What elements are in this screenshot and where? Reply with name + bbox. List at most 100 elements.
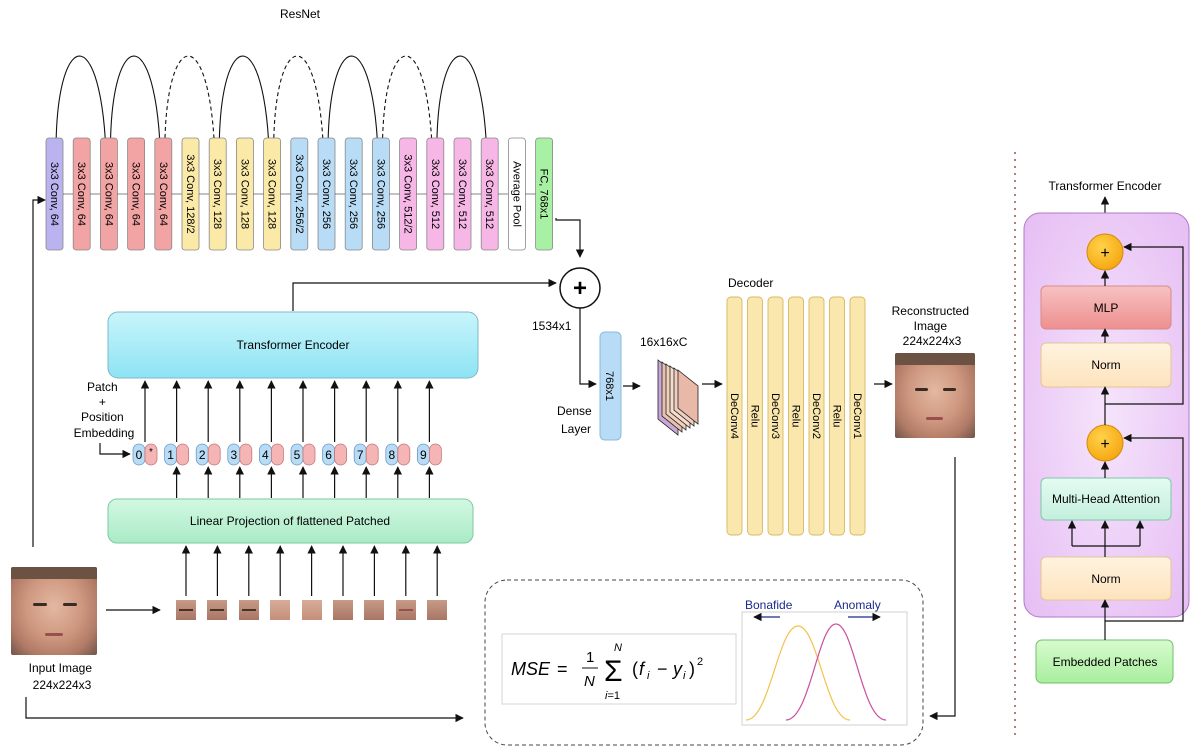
- resnet-layer-label: 3x3 Conv, 128: [211, 159, 223, 229]
- dense-layer-label: Dense Layer: [557, 404, 595, 436]
- token-index: 0: [136, 448, 143, 462]
- image-patch-2: [207, 600, 228, 620]
- input-to-loss-arrow: [25, 697, 464, 723]
- output-to-loss-arrow: [929, 457, 956, 721]
- token-5: 5: [290, 443, 316, 466]
- svg-text:=: =: [557, 659, 568, 679]
- decoder-layer-label: DeConv4: [728, 393, 740, 439]
- mlp-label: MLP: [1094, 301, 1119, 315]
- decoder-layer-1: Relu: [747, 296, 763, 536]
- resnet-layer-13: 3x3 Conv, 512/2: [399, 137, 427, 251]
- residual-add-bottom-label: +: [1100, 436, 1109, 453]
- resnet-title: ResNet: [280, 7, 321, 21]
- resnet-layer-label: 3x3 Conv, 128: [266, 159, 278, 229]
- cls-marker: *: [149, 447, 153, 458]
- resnet-layer-8: 3x3 Conv, 128: [263, 137, 291, 251]
- resnet-layer-label: 3x3 Conv, 64: [130, 162, 142, 226]
- resnet-layer-6: 3x3 Conv, 128: [208, 137, 237, 251]
- loss-container: [484, 579, 924, 746]
- svg-text:f: f: [639, 659, 646, 679]
- svg-text:−: −: [657, 659, 668, 679]
- encoder-detail-panel: [1023, 212, 1190, 618]
- resnet-layer-label: 3x3 Conv, 512: [456, 159, 468, 229]
- reconstructed-label: Reconstructed Image 224x224x3: [892, 304, 973, 348]
- token-4: 4: [258, 443, 284, 466]
- attention-label: Multi-Head Attention: [1052, 492, 1160, 506]
- token-index: 7: [357, 448, 364, 462]
- patch-arrows: [181, 545, 442, 596]
- encoder-detail-title: Transformer Encoder: [1049, 179, 1162, 193]
- patch-embedding-label: Patch + Position Embedding: [74, 380, 135, 440]
- svg-text:i=1: i=1: [605, 690, 620, 702]
- reconstructed-face-image: [895, 353, 975, 438]
- feature-map-stack: [657, 359, 699, 436]
- token-9: 9: [416, 443, 442, 466]
- resnet-layer-label: 3x3 Conv, 128/2: [184, 154, 196, 233]
- resnet-layer-label: 3x3 Conv, 512: [429, 159, 441, 229]
- linear-projection-label: Linear Projection of flattened Patched: [190, 514, 390, 528]
- decoder-title: Decoder: [728, 276, 773, 290]
- resnet-layer-11: 3x3 Conv, 256: [344, 137, 373, 251]
- anomaly-label: Anomaly: [834, 598, 881, 612]
- decoder-layer-3: Relu: [788, 296, 804, 536]
- image-patch-6: [333, 600, 353, 620]
- resnet-layer-17: Average Pool: [507, 137, 536, 251]
- resnet-layer-1: 3x3 Conv, 64: [72, 137, 101, 251]
- image-patch-4: [270, 600, 291, 620]
- token-0: 0*: [132, 443, 158, 466]
- decoder-layer-label: DeConv2: [810, 393, 822, 439]
- linear-projection: [107, 498, 474, 544]
- resnet-layer-label: 3x3 Conv, 256: [320, 159, 332, 229]
- skip-arc-6: [381, 55, 437, 179]
- decoder-layer-6: DeConv1: [849, 296, 866, 536]
- resnet-layer-label: 3x3 Conv, 64: [157, 162, 169, 226]
- resnet-layer-label: Average Pool: [510, 161, 522, 227]
- token-index: 3: [230, 448, 237, 462]
- svg-text:): ): [689, 659, 695, 679]
- skip-arc-4: [273, 55, 328, 179]
- resnet-layer-0: 3x3 Conv, 64: [45, 137, 73, 251]
- encoder-detail-flow: [1067, 242, 1184, 640]
- token-index: 1: [167, 448, 174, 462]
- svg-text:2: 2: [697, 656, 703, 668]
- input-to-resnet-arrow: [32, 195, 46, 547]
- svg-text:N: N: [584, 673, 595, 690]
- token-3: 3: [227, 443, 253, 466]
- skip-arc-3: [218, 55, 274, 179]
- embedding-pointer-arrow: [99, 443, 131, 459]
- bonafide-curve: [745, 625, 851, 721]
- resnet-layers: 3x3 Conv, 64 3x3 Conv, 64 3x3 Conv, 64 3x3 …: [45, 137, 553, 251]
- transformer-encoder-label: Transformer Encoder: [237, 338, 350, 352]
- resnet-layer-label: 3x3 Conv, 512: [483, 159, 495, 229]
- resnet-layer-16: 3x3 Conv, 512: [480, 137, 509, 251]
- decoder-layer-5: Relu: [829, 296, 845, 536]
- mse-formula: MSE = 1 N Σ N i=1 ( f i − y i ) 2: [511, 642, 703, 702]
- residual-add-top: [1086, 233, 1124, 271]
- token-arrows: [140, 380, 434, 498]
- decoder-layer-4: DeConv2: [808, 296, 825, 536]
- image-patch-5: [301, 600, 322, 620]
- resnet-layer-label: 3x3 Conv, 64: [75, 162, 87, 226]
- decoder-layer-label: Relu: [749, 405, 761, 428]
- resnet-layer-4: 3x3 Conv, 64: [154, 137, 182, 251]
- resnet-layer-3: 3x3 Conv, 64: [127, 137, 155, 251]
- svg-text:MSE: MSE: [511, 659, 551, 679]
- resnet-layer-label: 3x3 Conv, 64: [48, 162, 60, 226]
- resnet-layer-18: FC, 768x1: [535, 137, 553, 251]
- feature-map-size: 16x16xC: [640, 335, 688, 349]
- resnet-layer-label: 3x3 Conv, 512/2: [402, 154, 414, 233]
- resnet-layer-7: 3x3 Conv, 128: [235, 137, 264, 251]
- token-index: 9: [420, 448, 427, 462]
- skip-arc-2: [164, 55, 220, 179]
- token-1: 1: [164, 443, 190, 466]
- token-index: 2: [199, 448, 206, 462]
- decoder-layer-0: DeConv4: [726, 296, 743, 536]
- svg-text:Σ: Σ: [604, 655, 623, 688]
- dense-layer: [599, 331, 622, 441]
- resnet-layer-label: 3x3 Conv, 64: [102, 162, 114, 226]
- svg-text:y: y: [671, 659, 683, 679]
- token-index: 4: [262, 448, 269, 462]
